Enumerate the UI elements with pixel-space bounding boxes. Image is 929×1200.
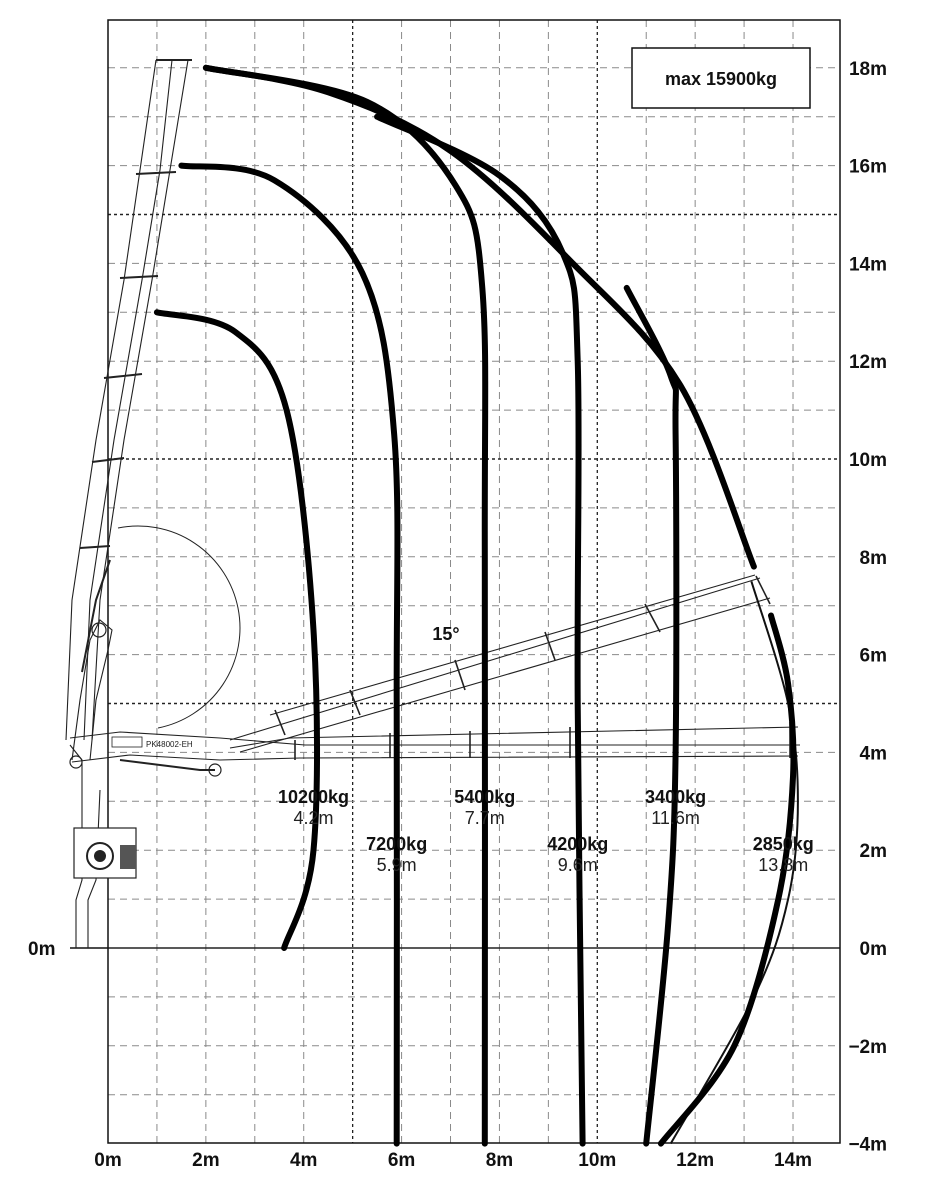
- boom-brand-plate: [111, 736, 143, 748]
- plot-frame: [107, 19, 841, 1144]
- y-tick-label: 0m: [860, 939, 887, 960]
- vertical-boom-section: [91, 59, 189, 741]
- y-tick-label: −2m: [848, 1037, 887, 1058]
- x-tick-label: 6m: [388, 1150, 415, 1171]
- hook-envelope-curve: [669, 581, 799, 1145]
- boom-joint: [454, 659, 466, 691]
- boom-joint: [544, 631, 556, 661]
- slewing-arc: [117, 525, 241, 729]
- boom-angle-label: 15°: [432, 624, 459, 644]
- x-tick-label: 10m: [578, 1150, 616, 1171]
- y-tick-label: 18m: [849, 59, 887, 80]
- crane-hub: [94, 850, 106, 862]
- capacity-load-label: 4200kg: [547, 834, 608, 854]
- capacity-load-label: 5400kg: [454, 787, 515, 807]
- boom-model-label: PK48002-EH: [146, 740, 193, 749]
- y-tick-label: 6m: [860, 646, 887, 667]
- capacity-reach-label: 9.6m: [558, 855, 598, 875]
- boom-joint: [274, 709, 286, 736]
- capacity-reach-label: 4.2m: [293, 808, 333, 828]
- y-tick-label: 16m: [849, 157, 887, 178]
- x-tick-label: 8m: [486, 1150, 513, 1171]
- horizontal-boom: [71, 754, 799, 763]
- y-tick-label: 4m: [860, 743, 887, 764]
- capacity-reach-label: 11.6m: [651, 808, 700, 828]
- capacity-reach-label: 7.7m: [465, 808, 505, 828]
- crane-column: [69, 744, 83, 948]
- y-tick-label: −4m: [848, 1135, 887, 1156]
- load-curve-3400kg: [623, 284, 680, 1147]
- capacity-load-label: 2850kg: [753, 834, 814, 854]
- boom-cylinder: [119, 759, 215, 771]
- crane-pump: [120, 845, 136, 869]
- y-tick-label: 12m: [849, 352, 887, 373]
- y-tick-label: 10m: [849, 450, 887, 471]
- crane-drawing: PK48002-EH: [65, 59, 800, 948]
- load-curve-4200kg: [374, 113, 586, 1147]
- column-pivot: [69, 755, 83, 769]
- load-curve-10200kg: [153, 309, 321, 951]
- capacity-reach-label: 5.9m: [377, 855, 417, 875]
- capacity-load-label: 10200kg: [278, 787, 349, 807]
- x-tick-label: 2m: [192, 1150, 219, 1171]
- max-envelope-curve: [202, 64, 757, 570]
- max-load-badge: max 15900kg: [631, 47, 811, 109]
- inclined-boom: [269, 574, 756, 716]
- vertical-boom-section: [83, 59, 173, 741]
- vertical-boom-section: [65, 59, 157, 741]
- boom-joint: [755, 575, 771, 605]
- boom-joint: [135, 171, 177, 175]
- crane-slew-gear: [86, 842, 114, 870]
- boom-joint: [644, 603, 661, 633]
- capacity-reach-label: 13.8m: [758, 855, 808, 875]
- load-curve-5400kg: [202, 64, 489, 1147]
- y-tick-label: 14m: [849, 254, 887, 275]
- inclined-boom: [239, 597, 771, 753]
- boom-joint: [91, 457, 125, 463]
- y-tick-label: 8m: [860, 548, 887, 569]
- boom-joint: [103, 373, 143, 379]
- inner-boom: [71, 619, 113, 761]
- capacity-load-label: 7200kg: [366, 834, 427, 854]
- load-curves: [153, 64, 799, 1147]
- axis-tick-labels: 0m 2m 4m 6m 8m 10m 12m 14m 18m 16m 14m 12m 10m 8m 6m 4m…: [28, 59, 887, 1171]
- x-tick-label: 0m: [94, 1150, 121, 1171]
- x-tick-label: 4m: [290, 1150, 317, 1171]
- x-tick-label: 12m: [676, 1150, 714, 1171]
- capacity-load-label: 3400kg: [645, 787, 706, 807]
- y-tick-label: 2m: [860, 841, 887, 862]
- boom-cylinder: [81, 559, 111, 673]
- y-left-zero-label: 0m: [28, 939, 55, 960]
- x-tick-label: 14m: [774, 1150, 812, 1171]
- boom-joint: [119, 275, 159, 279]
- max-load-text: max 15900kg: [665, 69, 777, 89]
- boom-joint: [349, 689, 361, 716]
- load-curve-2850kg: [657, 612, 797, 1147]
- boom-joint: [79, 545, 111, 549]
- load-curve-7200kg: [178, 162, 401, 1147]
